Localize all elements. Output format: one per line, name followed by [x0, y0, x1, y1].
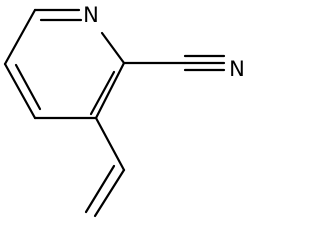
nitrile-nitrogen-label: N — [229, 57, 245, 81]
bond-c4-c5 — [3, 62, 37, 120]
bond-c5-c6 — [3, 8, 37, 66]
bond-vinyl-double-2 — [84, 164, 116, 214]
bond-c3-vinyl — [94, 116, 126, 172]
bond-n1-c2 — [100, 31, 126, 65]
bond-c2-c3-double — [89, 70, 116, 116]
bond-vinyl-double-1 — [93, 168, 126, 218]
structure-diagram: N N — [3, 3, 245, 218]
ring-nitrogen-label: N — [83, 3, 99, 27]
nitrile-group — [122, 54, 226, 72]
vinyl-group — [84, 116, 126, 218]
bond-c2-c3 — [94, 61, 126, 120]
pyridine-ring — [3, 8, 126, 120]
bond-c4-c5-double — [14, 63, 42, 111]
